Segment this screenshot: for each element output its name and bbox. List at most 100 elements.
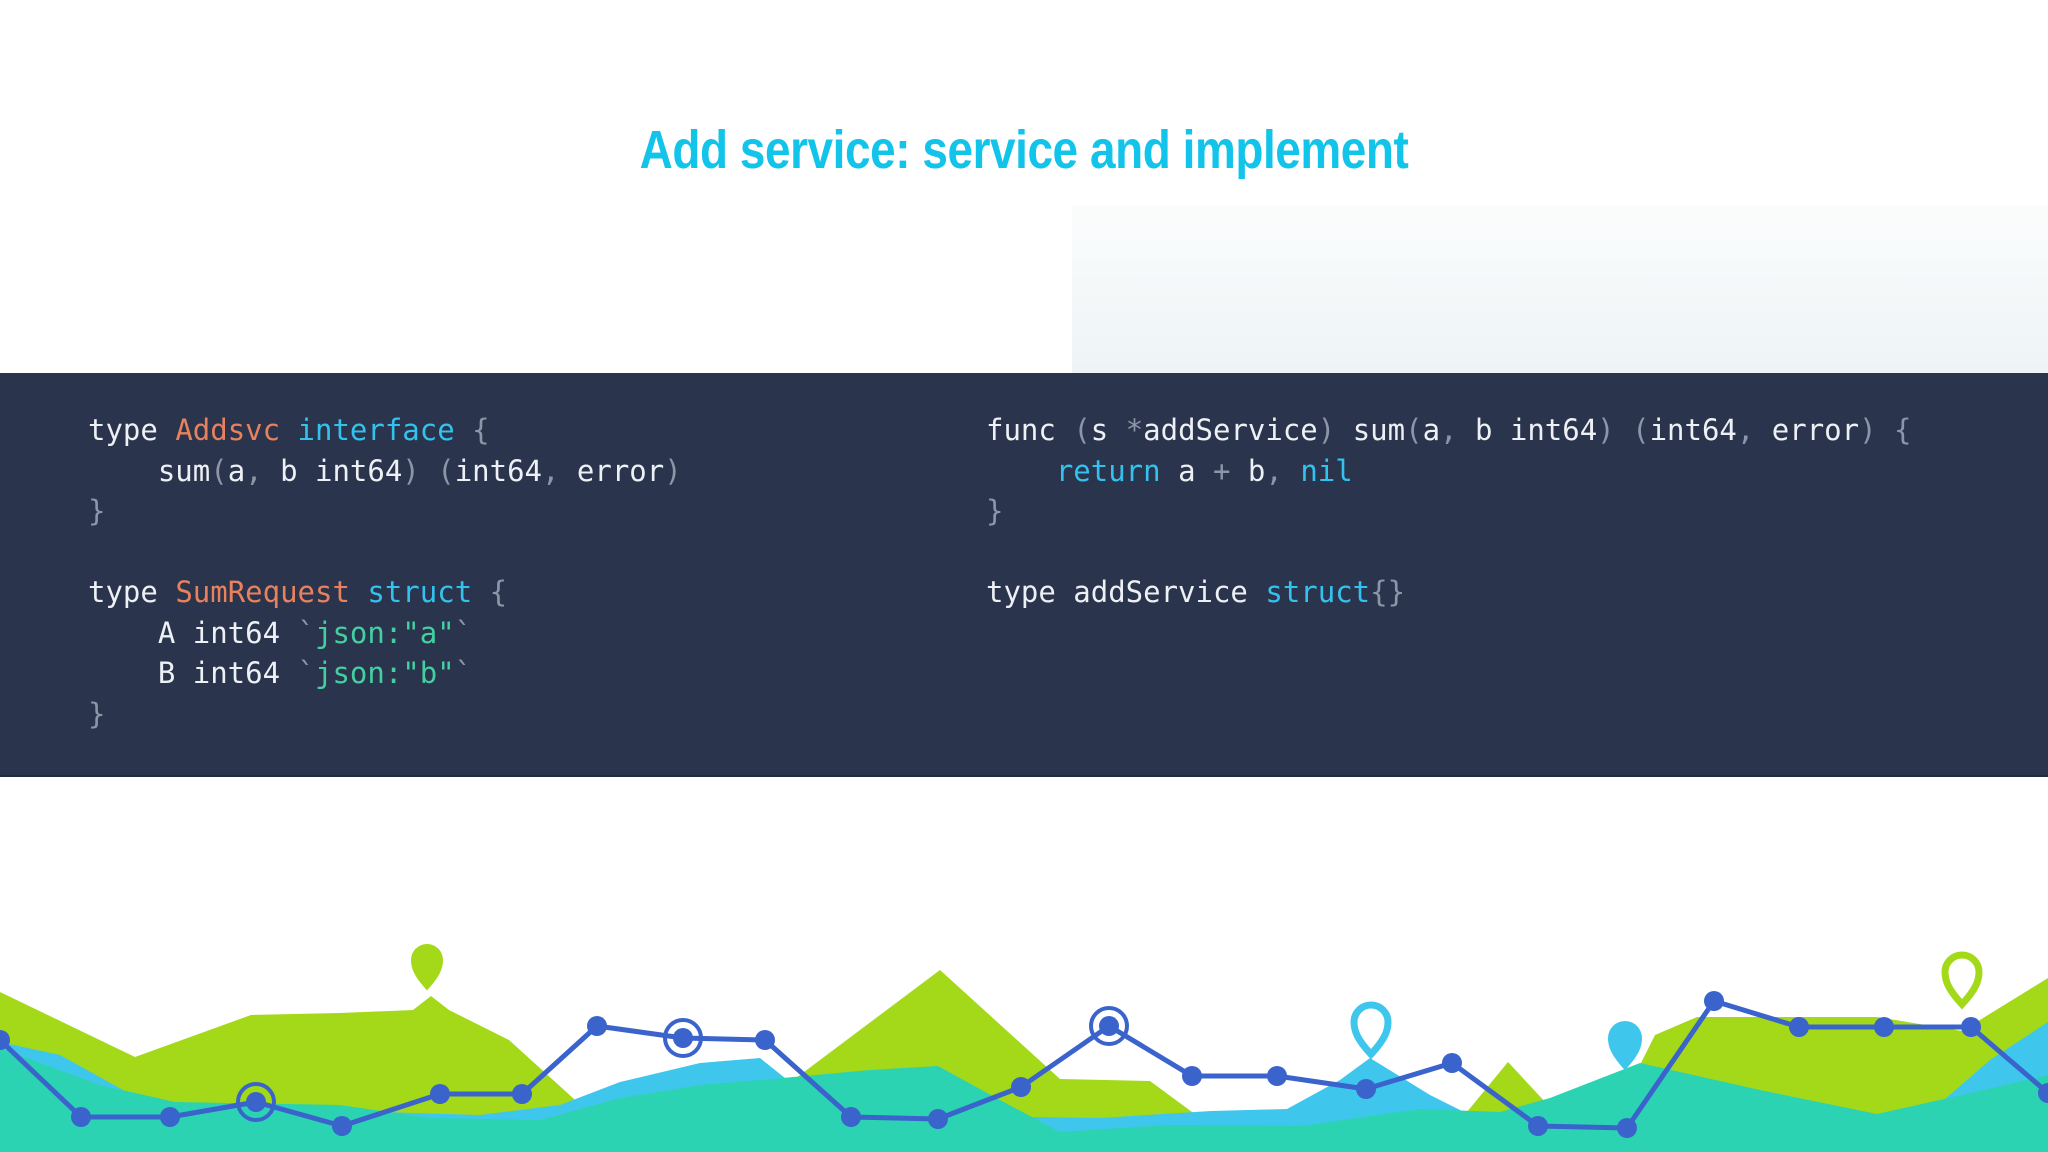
- code-token: a: [1422, 413, 1441, 447]
- map-pin-cyan-outline: [1350, 1001, 1392, 1060]
- code-token: [986, 454, 1056, 488]
- code-token: ) (: [402, 453, 455, 488]
- data-point-dot: [928, 1109, 948, 1129]
- data-point-ring: [663, 1018, 703, 1058]
- code-token: b: [1230, 453, 1266, 488]
- code-token: s: [1090, 413, 1126, 447]
- code-column-left: type Addsvc interface { sum(a, b int64) …: [88, 410, 682, 734]
- map-pin-lime-filled: [411, 944, 443, 991]
- code-token: int64: [1649, 413, 1737, 447]
- data-point-dot: [2038, 1083, 2048, 1103]
- data-point-dot: [1011, 1077, 1031, 1097]
- code-token: `: [454, 615, 473, 650]
- data-point-dot: [1267, 1066, 1287, 1086]
- code-token: `: [454, 656, 473, 690]
- data-point-dot: [1789, 1017, 1809, 1037]
- code-line: B int64 `json:"b"`: [88, 653, 682, 694]
- code-token: {: [472, 575, 508, 609]
- code-token: [350, 575, 367, 609]
- code-token: struct: [367, 575, 473, 609]
- background-tint: [1072, 205, 2048, 373]
- code-token: error: [1771, 413, 1860, 447]
- code-line: type Addsvc interface {: [88, 410, 682, 451]
- data-point-dot: [1874, 1017, 1894, 1037]
- data-point-dot: [587, 1016, 607, 1036]
- code-token: ,: [1265, 453, 1301, 488]
- code-token: *: [1125, 413, 1144, 447]
- code-line: }: [88, 694, 682, 735]
- code-token: ): [1317, 413, 1336, 447]
- map-pin-lime-outline: [1941, 951, 1983, 1010]
- code-line: }: [88, 491, 682, 532]
- code-line: [986, 532, 1912, 573]
- data-point-dot: [755, 1030, 775, 1050]
- code-token: int64: [454, 453, 542, 488]
- code-token: [280, 413, 297, 447]
- code-token: struct: [1265, 575, 1371, 609]
- data-point-dot: [1182, 1066, 1202, 1086]
- code-token: b int64: [280, 453, 403, 488]
- code-token: ,: [542, 453, 577, 488]
- code-token: sum: [1335, 413, 1406, 447]
- data-point-dot: [1356, 1079, 1376, 1099]
- code-token: Addsvc: [175, 413, 281, 447]
- code-token: }: [986, 494, 1004, 528]
- code-line: return a + b, nil: [986, 451, 1912, 492]
- code-token: type: [88, 413, 176, 447]
- code-token: ,: [1736, 413, 1772, 447]
- code-token: SumRequest: [175, 575, 350, 609]
- data-point-dot: [246, 1092, 266, 1112]
- code-token: error: [576, 453, 665, 488]
- code-line: }: [986, 491, 1912, 532]
- data-point-dot: [673, 1028, 693, 1048]
- code-token: json:"a": [314, 615, 455, 650]
- code-token: +: [1213, 453, 1231, 488]
- code-token: a: [227, 453, 246, 488]
- data-point-dot: [841, 1107, 861, 1127]
- data-point-dot: [430, 1084, 450, 1104]
- code-line: type SumRequest struct {: [88, 572, 682, 613]
- data-point-dot: [71, 1107, 91, 1127]
- code-token: nil: [1300, 453, 1353, 488]
- code-column-right: func (s *addService) sum(a, b int64) (in…: [986, 410, 1912, 613]
- code-line: A int64 `json:"a"`: [88, 613, 682, 654]
- data-point-dot: [512, 1084, 532, 1104]
- code-token: json:"b": [314, 656, 455, 690]
- data-point-dot: [332, 1116, 352, 1136]
- code-token: {: [454, 413, 490, 447]
- data-point-dot: [1617, 1118, 1637, 1138]
- code-token: }: [88, 696, 106, 731]
- code-token: B int64: [88, 656, 298, 690]
- code-token: `: [297, 615, 315, 650]
- code-panel: type Addsvc interface { sum(a, b int64) …: [0, 373, 2048, 777]
- data-point-ring: [1089, 1006, 1129, 1046]
- code-token: addService: [1143, 413, 1318, 447]
- code-token: (: [1073, 413, 1091, 447]
- footer-decoration-chart: [0, 944, 2048, 1152]
- data-point-dot: [1099, 1016, 1119, 1036]
- code-token: return: [1055, 453, 1161, 488]
- code-token: type addService: [986, 575, 1266, 609]
- code-token: ): [664, 453, 682, 488]
- code-token: `: [297, 656, 315, 690]
- code-token: interface: [297, 413, 455, 447]
- map-pin-cyan-filled: [1608, 1021, 1642, 1071]
- code-line: sum(a, b int64) (int64, error): [88, 451, 682, 492]
- data-point-dot: [1442, 1053, 1462, 1073]
- code-token: ) (: [1597, 413, 1650, 447]
- code-token: a: [1160, 453, 1213, 488]
- data-point-dot: [160, 1107, 180, 1127]
- slide-title: Add service: service and implement: [639, 120, 1409, 180]
- code-line: type addService struct{}: [986, 572, 1912, 613]
- code-token: type: [88, 575, 176, 609]
- data-point-dot: [0, 1030, 10, 1050]
- code-line: func (s *addService) sum(a, b int64) (in…: [986, 410, 1912, 451]
- code-token: }: [88, 494, 106, 528]
- data-point-dot: [1704, 991, 1724, 1011]
- data-point-ring: [236, 1082, 276, 1122]
- code-token: ,: [245, 453, 281, 488]
- code-token: (: [1405, 413, 1423, 447]
- code-token: b int64: [1474, 413, 1598, 447]
- data-point-dot: [1961, 1017, 1981, 1037]
